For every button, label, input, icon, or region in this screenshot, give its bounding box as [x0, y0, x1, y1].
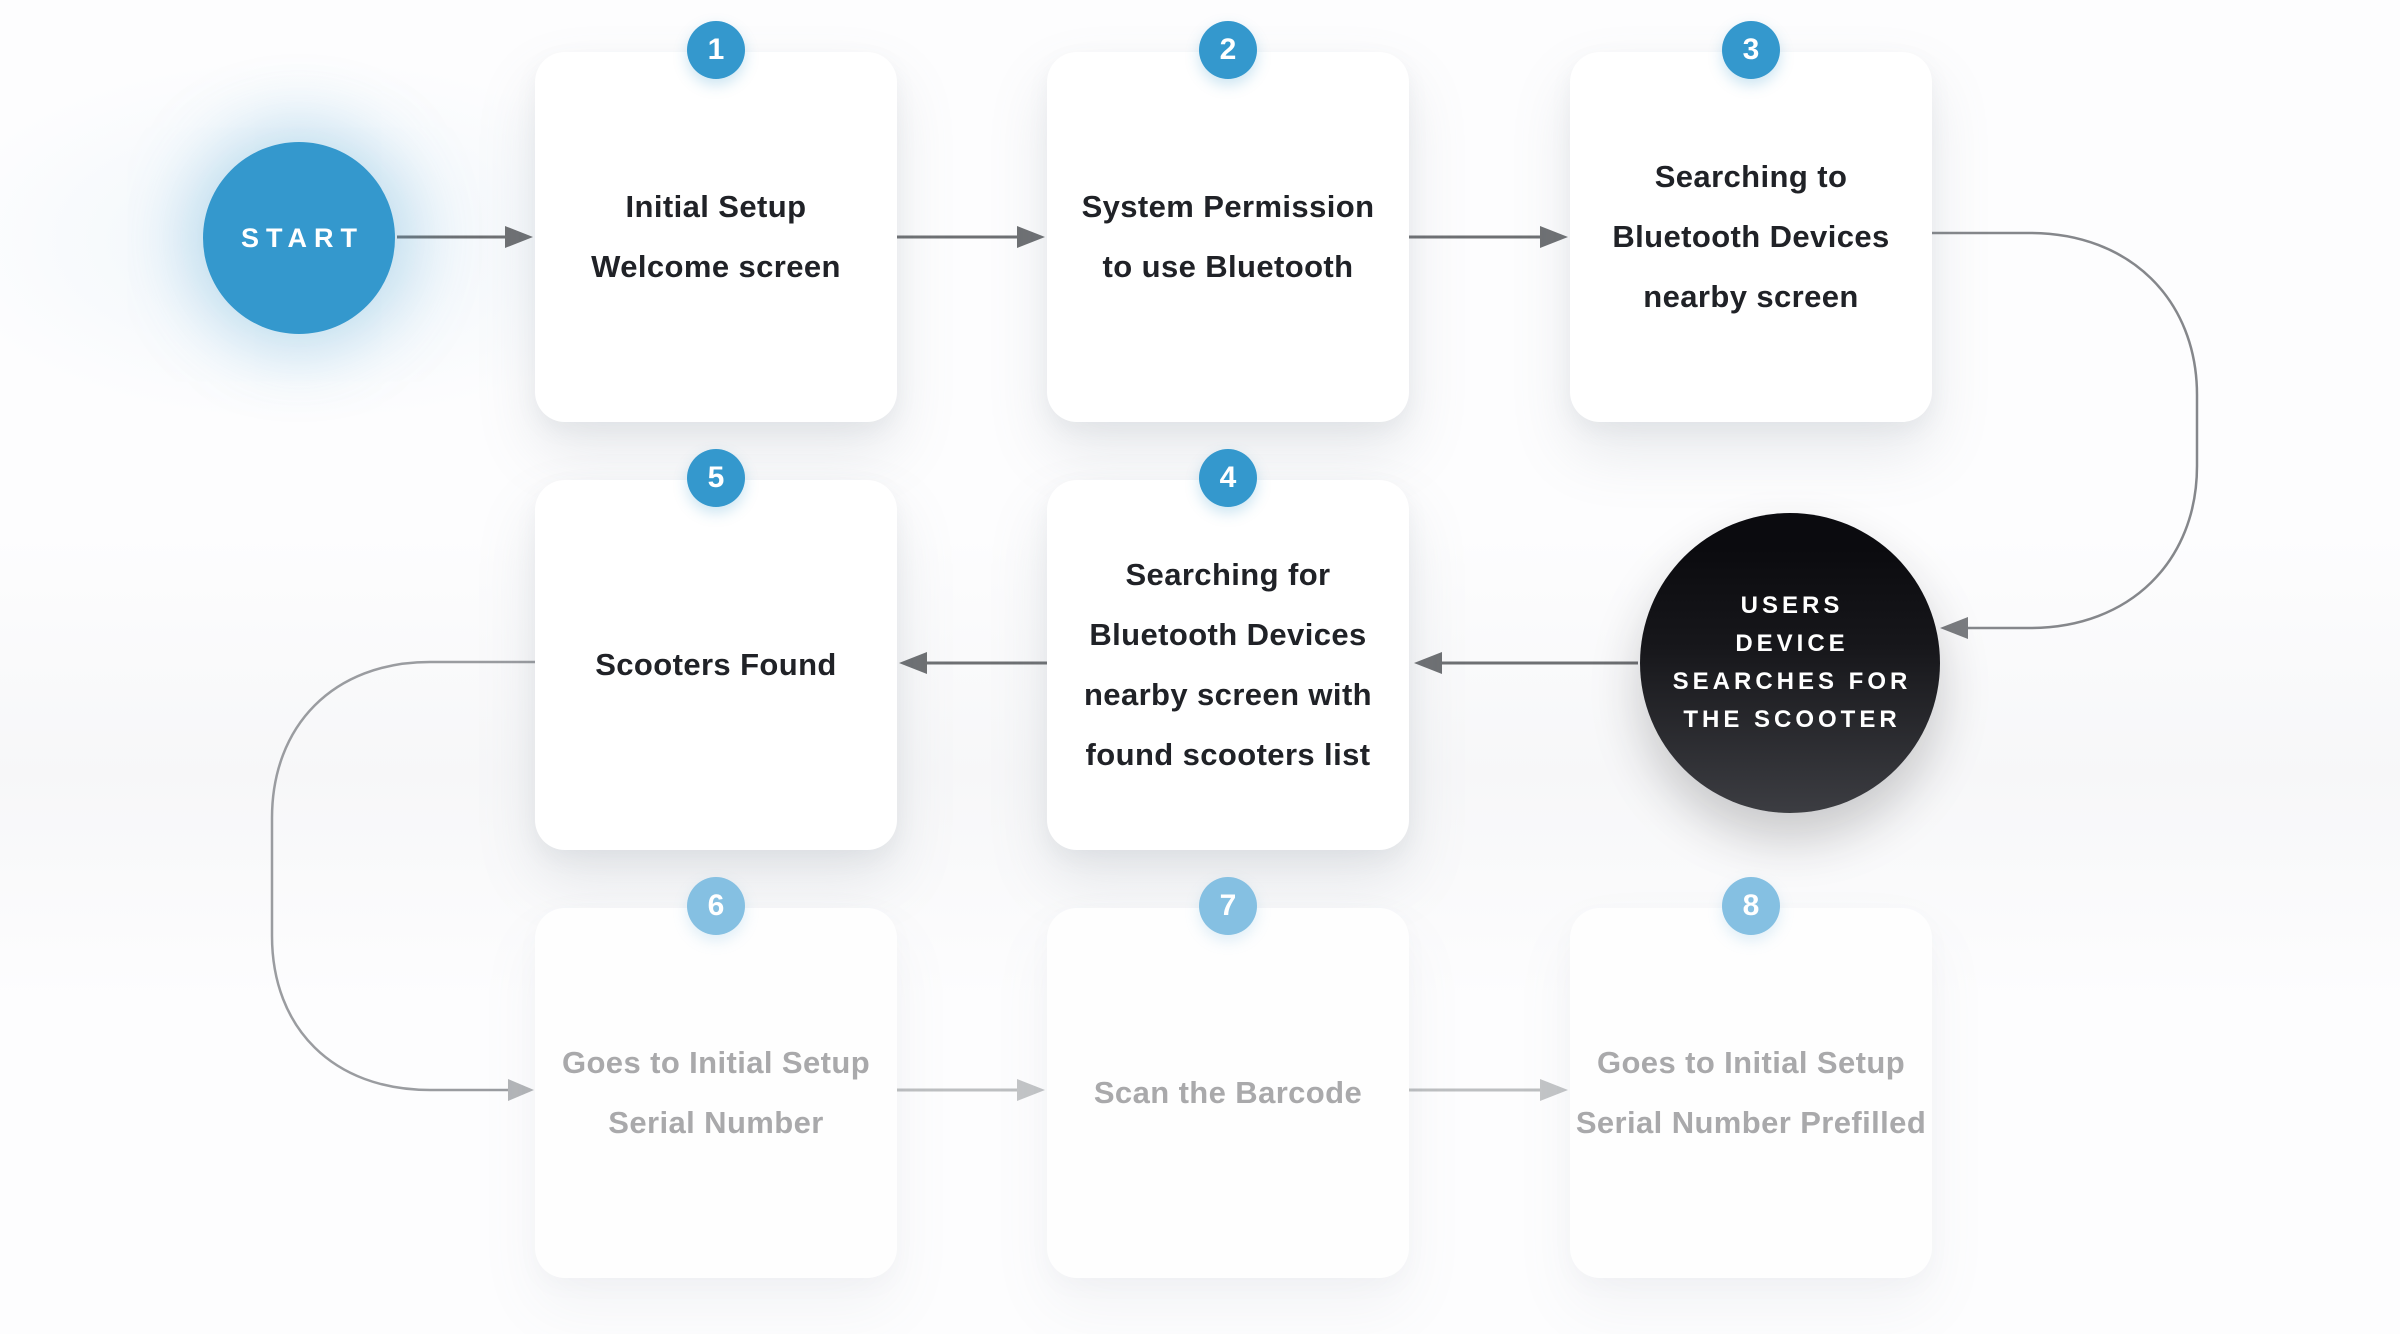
- step-card-8: 8 Goes to Initial Setup Serial Number Pr…: [1570, 877, 1932, 1278]
- arrow-step6-to-step7: [897, 1079, 1045, 1101]
- step-number-badge-8: 8: [1722, 877, 1780, 935]
- step-label-line: to use Bluetooth: [1102, 249, 1354, 284]
- step-card-2: 2 System Permission to use Bluetooth: [1047, 21, 1409, 422]
- step-label-line: nearby screen: [1643, 279, 1859, 314]
- step-label-line: Welcome screen: [591, 249, 841, 284]
- step-label-line: nearby screen with: [1083, 677, 1373, 712]
- users-device-line: SEARCHES FOR: [1672, 668, 1912, 695]
- step-card-5: 5 Scooters Found: [535, 449, 897, 850]
- step-card-1: 1 Initial Setup Welcome screen: [535, 21, 897, 422]
- step-label-line: Scan the Barcode: [1093, 1075, 1363, 1110]
- curve-step5-to-step6: [270, 660, 535, 1101]
- step-label-line: Goes to Initial Setup: [1596, 1045, 1906, 1080]
- step-number-badge-6: 6: [687, 877, 745, 935]
- arrow-step4-to-step5: [899, 652, 1047, 674]
- step-card-3: 3 Searching to Bluetooth Devices nearby …: [1570, 21, 1932, 422]
- arrow-users-device-to-step4: [1414, 652, 1638, 674]
- step-card-6: 6 Goes to Initial Setup Serial Number: [535, 877, 897, 1278]
- step-label-line: Serial Number Prefilled: [1575, 1105, 1927, 1140]
- users-device-line: USERS: [1740, 592, 1844, 619]
- curve-step3-to-users-device: [1932, 231, 2199, 639]
- step-number-badge-7: 7: [1199, 877, 1257, 935]
- step-number-badge-3: 3: [1722, 21, 1780, 79]
- step-card-7: 7 Scan the Barcode: [1047, 877, 1409, 1278]
- step-label-line: System Permission: [1081, 189, 1375, 224]
- step-label-line: Serial Number: [608, 1105, 824, 1140]
- start-node: START: [203, 142, 395, 334]
- step-label-line: Bluetooth Devices: [1612, 219, 1890, 254]
- arrow-start-to-step1: [397, 226, 533, 248]
- step-label-line: Goes to Initial Setup: [561, 1045, 871, 1080]
- users-device-line: DEVICE: [1735, 630, 1849, 657]
- arrow-step7-to-step8: [1409, 1079, 1568, 1101]
- users-device-node: USERS DEVICE SEARCHES FOR THE SCOOTER: [1640, 513, 1940, 813]
- users-device-line: THE SCOOTER: [1683, 706, 1901, 733]
- step-label-line: found scooters list: [1085, 737, 1371, 772]
- step-card-4: 4 Searching for Bluetooth Devices nearby…: [1047, 449, 1409, 850]
- step-label-line: Initial Setup: [625, 189, 807, 224]
- arrow-step1-to-step2: [897, 226, 1045, 248]
- step-number-badge-4: 4: [1199, 449, 1257, 507]
- arrow-step2-to-step3: [1409, 226, 1568, 248]
- step-number-badge-5: 5: [687, 449, 745, 507]
- step-label-line: Searching for: [1125, 557, 1331, 592]
- step-label-line: Bluetooth Devices: [1089, 617, 1367, 652]
- start-label: START: [241, 222, 364, 253]
- step-label-line: Searching to: [1654, 159, 1848, 194]
- step-label-line: Scooters Found: [595, 647, 837, 682]
- step-number-badge-2: 2: [1199, 21, 1257, 79]
- step-number-badge-1: 1: [687, 21, 745, 79]
